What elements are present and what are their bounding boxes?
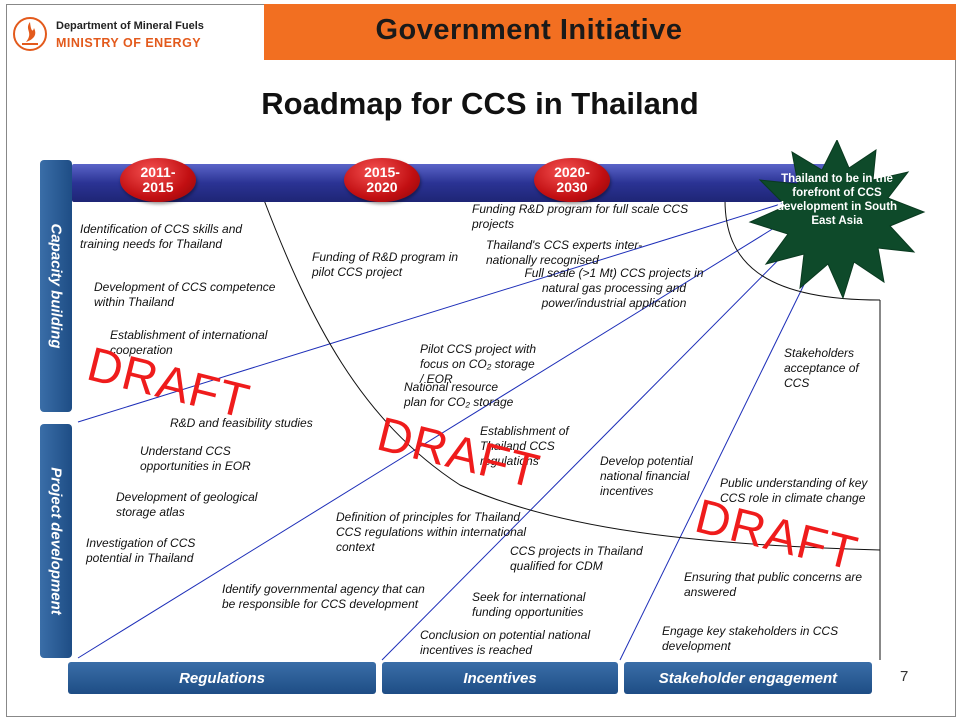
flame-logo-icon	[13, 17, 47, 51]
period-2015-2020: 2015-2020	[344, 158, 420, 202]
banner-title: Government Initiative	[375, 14, 683, 46]
note-stakeholders-acceptance: Stakeholders acceptance of CCS	[784, 346, 859, 390]
timeline-bar	[72, 164, 842, 202]
note-experts: Thailand's CCS experts inter-nationally …	[486, 238, 643, 267]
note-principles: Definition of principles for Thailand CC…	[336, 510, 527, 554]
side-label-project: Project development	[47, 467, 65, 615]
note-financial: Develop potential national financial inc…	[600, 454, 693, 498]
period-2011-2015: 2011-2015	[120, 158, 196, 202]
note-public-concerns: Ensuring that public concerns are answer…	[684, 570, 863, 599]
note-incentives-reached: Conclusion on potential national incenti…	[420, 628, 591, 657]
note-engage-stakeholders: Engage key stakeholders in CCS developme…	[662, 624, 839, 653]
department-name: Department of Mineral Fuels	[56, 20, 204, 32]
note-cdm: CCS projects in Thailand qualified for C…	[510, 544, 643, 573]
note-rd-feasibility: R&D and feasibility studies	[170, 416, 313, 430]
header-banner	[264, 4, 956, 60]
goal-text: Thailand to be in the forefront of CCS d…	[776, 173, 898, 227]
note-intl-funding: Seek for international funding opportuni…	[472, 590, 586, 619]
page-title: Roadmap for CCS in Thailand	[261, 86, 699, 121]
side-capacity-building: Capacity building	[40, 160, 72, 412]
tab-stakeholder-engagement: Stakeholder engagement	[624, 662, 872, 694]
tab-incentives: Incentives	[382, 662, 618, 694]
note-resource-plan: National resource plan for CO₂ storage	[404, 380, 514, 409]
ministry-logo: Department of Mineral Fuels MINISTRY OF …	[10, 14, 262, 54]
ministry-name: MINISTRY OF ENERGY	[56, 36, 202, 50]
note-eor: Understand CCS opportunities in EOR	[140, 444, 251, 473]
period-2020-2030: 2020-2030	[534, 158, 610, 202]
note-regulations-est: Establishment of Thailand CCS regulation…	[480, 424, 569, 468]
note-funding-pilot: Funding of R&D program in pilot CCS proj…	[312, 250, 459, 279]
goal-starburst	[748, 140, 926, 300]
note-funding-full: Funding R&D program for full scale CCS p…	[472, 202, 689, 231]
note-full-scale: Full scale (>1 Mt) CCS projects in natur…	[524, 266, 704, 310]
note-public-understanding: Public understanding of key CCS role in …	[720, 476, 868, 505]
note-agency: Identify governmental agency that can be…	[222, 582, 425, 611]
note-competence: Development of CCS competence within Tha…	[94, 280, 276, 309]
note-skills: Identification of CCS skills and trainin…	[80, 222, 243, 251]
note-cooperation: Establishment of international cooperati…	[110, 328, 268, 357]
side-project-development: Project development	[40, 424, 72, 658]
note-pilot-project: Pilot CCS project with focus on CO₂ stor…	[420, 342, 537, 386]
tab-regulations: Regulations	[68, 662, 376, 694]
note-storage-atlas: Development of geological storage atlas	[116, 490, 258, 519]
page-number: 7	[900, 668, 909, 685]
side-label-capacity: Capacity building	[47, 223, 65, 349]
note-investigation: Investigation of CCS potential in Thaila…	[86, 536, 196, 565]
